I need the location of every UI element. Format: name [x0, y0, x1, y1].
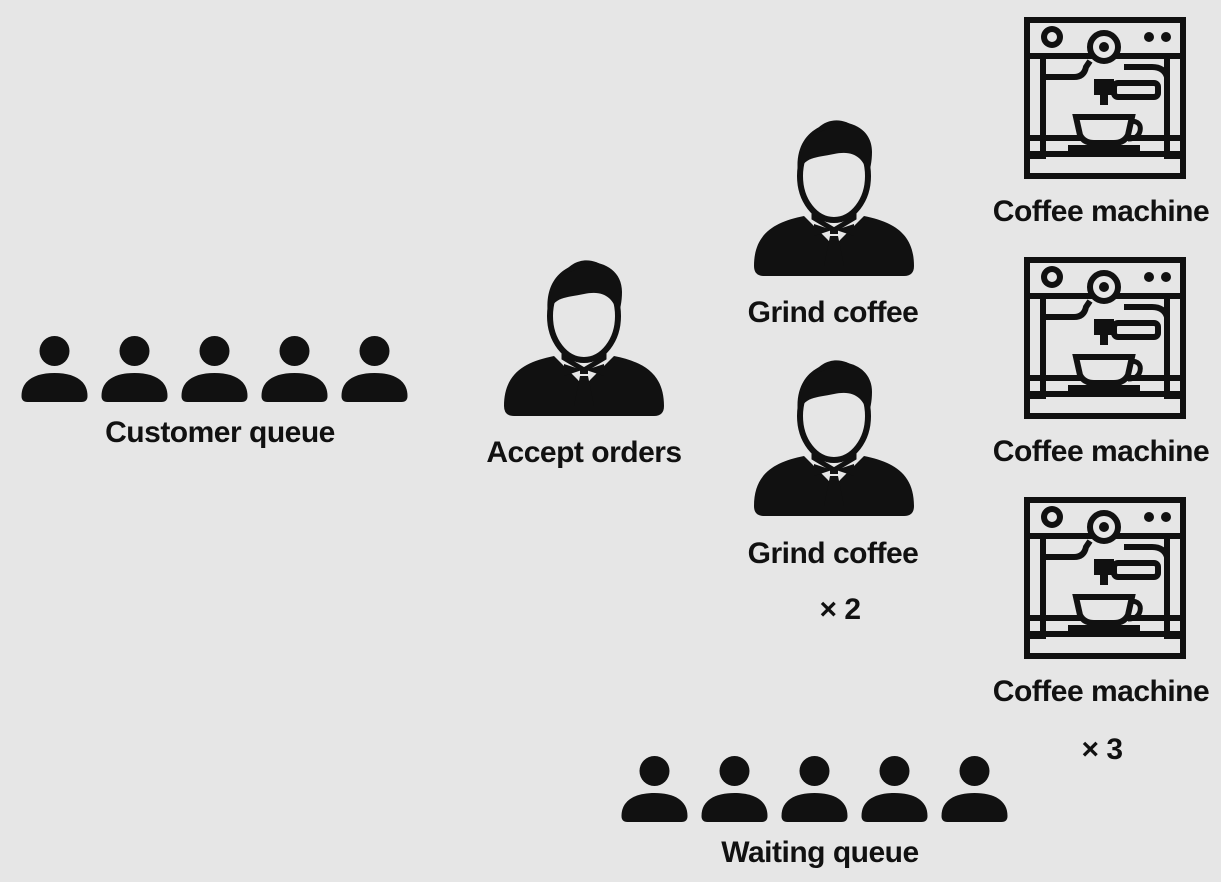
customer-queue-label: Customer queue [105, 416, 335, 449]
waiting-queue-label: Waiting queue [721, 836, 919, 869]
coffee-machine-label: Coffee machine [992, 195, 1210, 228]
customer-queue-icons [21, 336, 408, 402]
grind-multiplier-label: × 2 [819, 593, 861, 626]
accept-orders-label: Accept orders [486, 436, 682, 469]
person-icon [341, 336, 408, 402]
person-icon [701, 756, 768, 822]
waiter-icon [502, 258, 666, 418]
grind-coffee-label: Grind coffee [747, 537, 919, 570]
person-icon [101, 336, 168, 402]
coffee-machine-icon [1024, 257, 1186, 419]
waiter-icon [752, 358, 916, 518]
waiting-queue-icons [621, 756, 1008, 822]
waiter-icon [752, 118, 916, 278]
person-icon [261, 336, 328, 402]
grind-coffee-label: Grind coffee [747, 296, 919, 329]
coffee-machine-label: Coffee machine [992, 675, 1210, 708]
coffee-machine-label: Coffee machine [992, 435, 1210, 468]
person-icon [621, 756, 688, 822]
person-icon [861, 756, 928, 822]
person-icon [181, 336, 248, 402]
person-icon [21, 336, 88, 402]
machine-multiplier-label: × 3 [1081, 733, 1123, 766]
coffee-machine-icon [1024, 17, 1186, 179]
person-icon [781, 756, 848, 822]
coffee-machine-icon [1024, 497, 1186, 659]
person-icon [941, 756, 1008, 822]
